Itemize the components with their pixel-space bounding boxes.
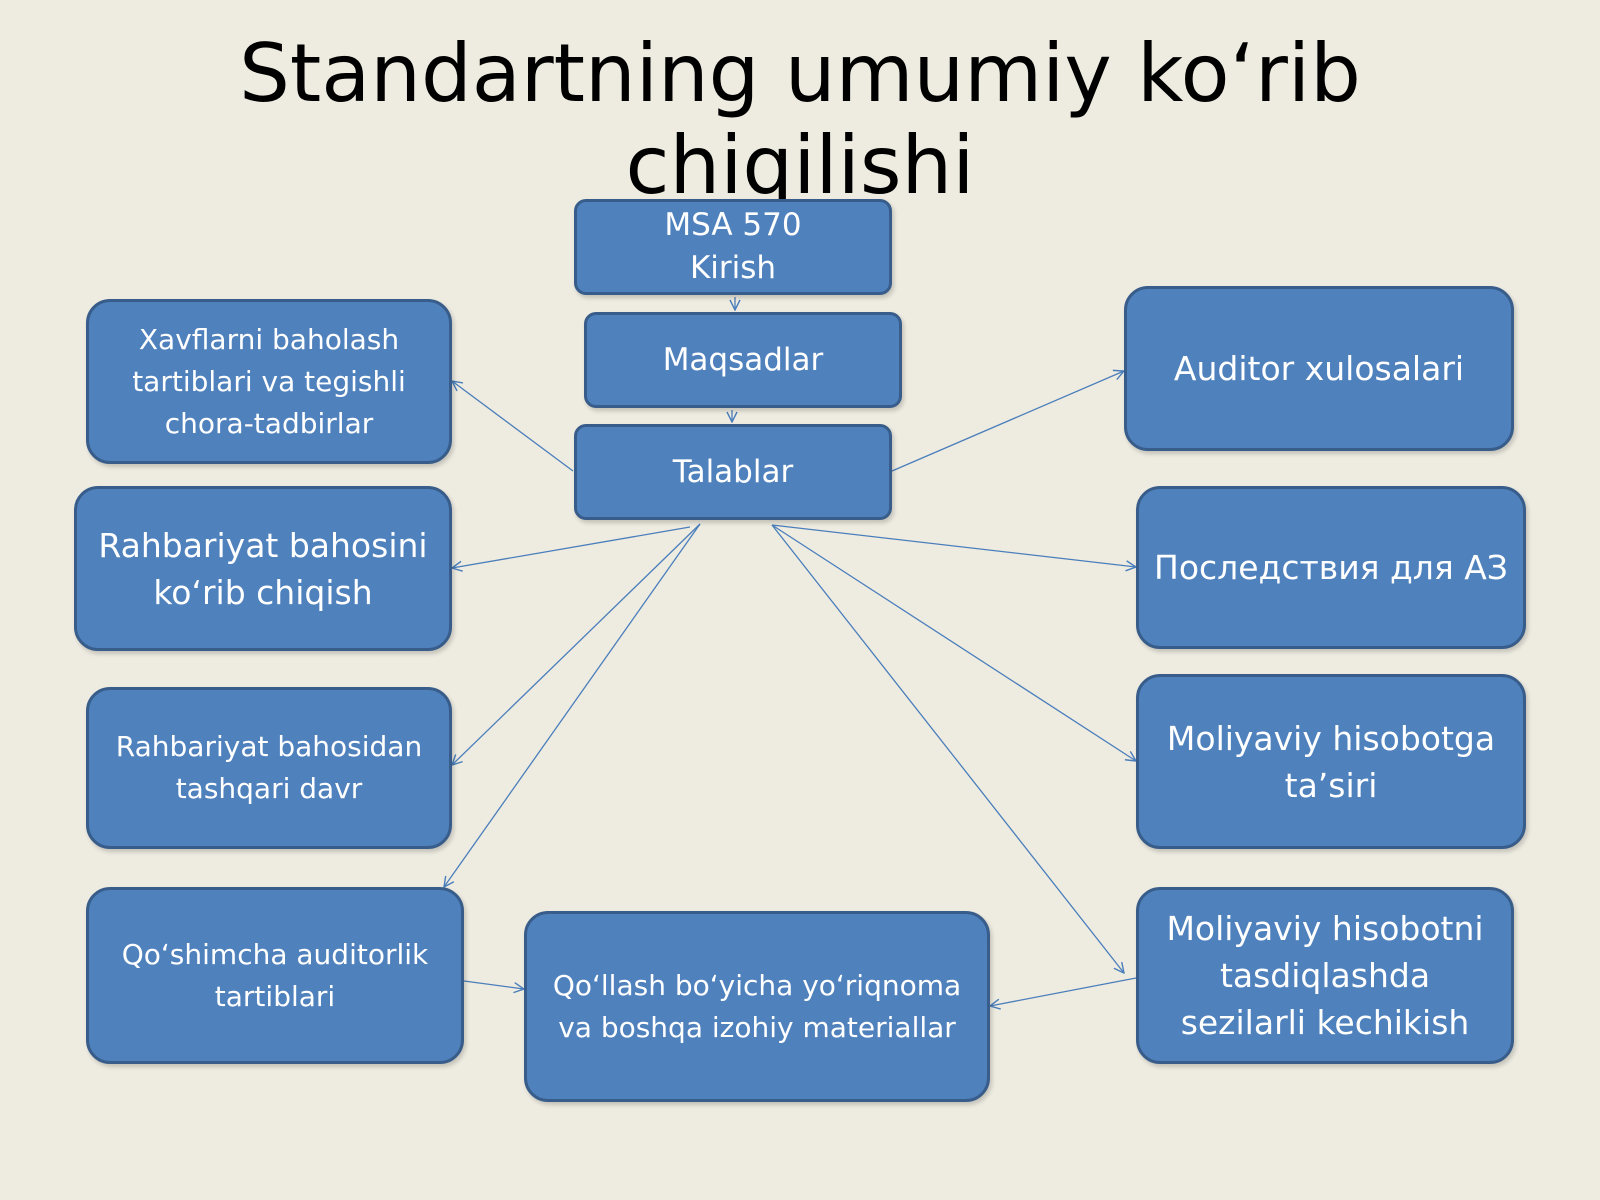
node-msa-570-kirish: MSA 570 Kirish <box>574 199 892 295</box>
connector-moliyaviy_kechikish-to-qollash <box>990 977 1137 1006</box>
slide-title: Standartning umumiy koʻrib chiqilishi <box>239 27 1361 212</box>
node-auditor-xulosalari: Auditor xulosalari <box>1124 286 1514 451</box>
connector-talablar-to-auditor <box>891 371 1124 472</box>
connector-talablar-to-qoshimcha <box>444 523 701 887</box>
node-maqsadlar: Maqsadlar <box>584 312 902 408</box>
connector-talablar-to-moliyaviy_kechikish <box>771 524 1124 973</box>
connector-talablar-to-rahbariyat_tashqari <box>452 523 701 765</box>
node-posledstviya: Последствия для АЗ <box>1136 486 1526 649</box>
node-xavflarni-baholash: Xavflarni baholash tartiblari va tegishl… <box>86 299 452 464</box>
node-moliyaviy-tasiri: Moliyaviy hisobotga ta’siri <box>1136 674 1526 849</box>
connector-talablar-to-posledstviya <box>771 524 1136 567</box>
connector-talablar-to-rahbariyat_korib <box>452 526 691 568</box>
node-qollash-boyicha: Qoʻllash boʻyicha yoʻriqnoma va boshqa i… <box>524 911 990 1102</box>
node-moliyaviy-kechikish: Moliyaviy hisobotni tasdiqlashda sezilar… <box>1136 887 1514 1064</box>
connector-talablar-to-moliyaviy_tasiri <box>771 524 1136 761</box>
node-talablar: Talablar <box>574 424 892 520</box>
node-rahbariyat-bahosini-korib: Rahbariyat bahosini koʻrib chiqish <box>74 486 452 651</box>
node-qoshimcha-auditorlik: Qoʻshimcha auditorlik tartiblari <box>86 887 464 1064</box>
node-rahbariyat-bahosidan-tashqari: Rahbariyat bahosidan tashqari davr <box>86 687 452 849</box>
connector-qoshimcha-to-qollash <box>463 980 524 989</box>
connector-talablar-to-xavflar <box>452 381 574 472</box>
